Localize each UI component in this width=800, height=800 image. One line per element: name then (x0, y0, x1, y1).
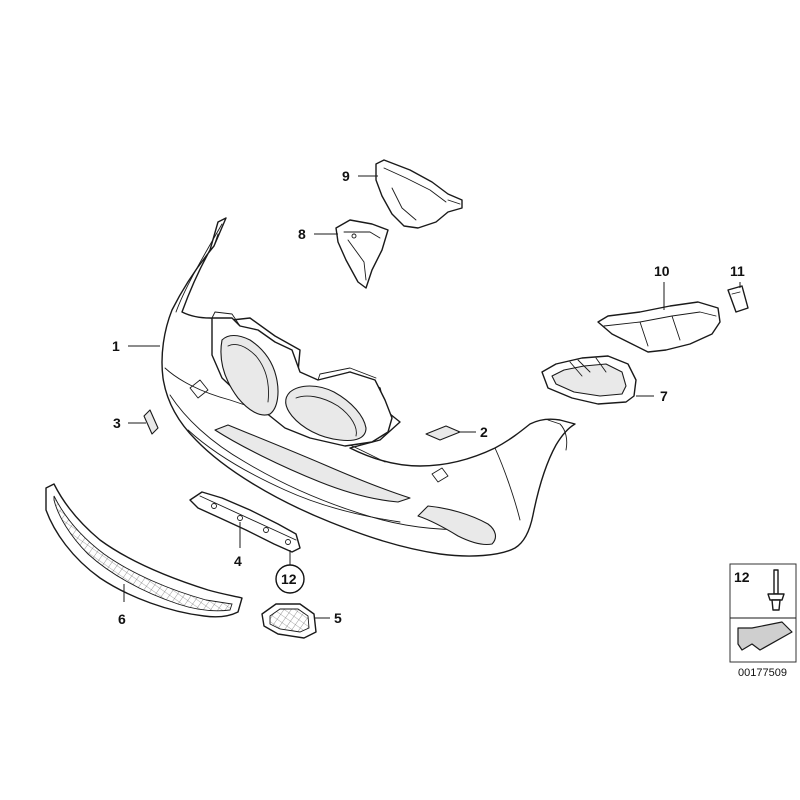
air-guide-left (335, 219, 389, 289)
rivet-icon (767, 569, 785, 611)
callout-6: 6 (118, 611, 126, 627)
inset-label: 12 (734, 569, 750, 585)
callout-10: 10 (654, 263, 670, 279)
air-duct-frame (541, 355, 637, 405)
tow-cover (425, 425, 461, 441)
air-duct-right (597, 301, 721, 353)
reference-number: 00177509 (738, 667, 787, 679)
clip-part (727, 285, 749, 313)
callout-labels: 1 2 3 4 12 5 6 7 8 9 10 11 (112, 168, 745, 627)
callout-5: 5 (334, 610, 342, 626)
trim-strip (189, 491, 301, 553)
callout-12-circle (275, 564, 305, 594)
callout-7: 7 (660, 388, 668, 404)
kidney-grille-carrier (211, 311, 393, 447)
callout-8: 8 (298, 226, 306, 242)
callout-4: 4 (234, 553, 242, 569)
fastener-inset: 12 (729, 563, 797, 663)
grille-insert (261, 603, 317, 639)
callout-3: 3 (113, 415, 121, 431)
lower-mesh-grille (45, 483, 243, 618)
callout-2: 2 (480, 424, 488, 440)
callout-12-circled: 12 (281, 571, 297, 587)
washer-cover (143, 409, 159, 435)
direction-arrow-icon (737, 621, 793, 651)
upper-bracket (375, 159, 463, 229)
leader-lines (123, 175, 741, 619)
callout-11: 11 (730, 263, 745, 279)
callout-1: 1 (112, 338, 120, 354)
callout-9: 9 (342, 168, 350, 184)
